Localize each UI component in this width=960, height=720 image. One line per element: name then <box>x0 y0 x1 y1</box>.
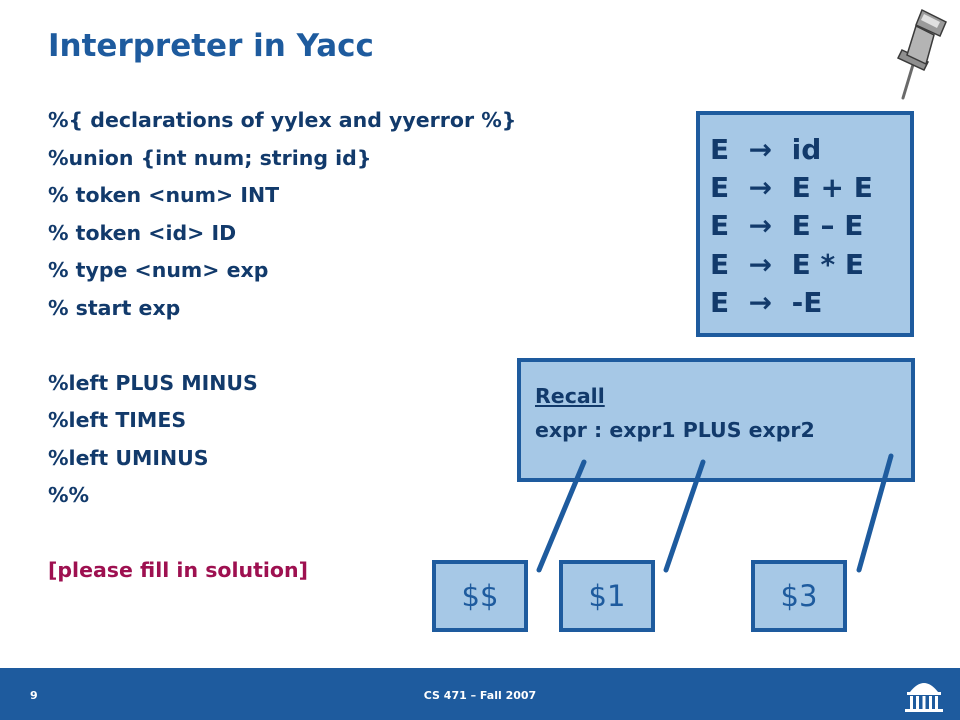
page-number: 9 <box>30 689 38 702</box>
arrow-icon: → <box>748 209 773 243</box>
recall-box: Recall expr : expr1 PLUS expr2 <box>517 358 915 482</box>
grammar-rule: E → -E <box>710 284 910 322</box>
dollar-box-third: $3 <box>751 560 847 632</box>
connector-line-dollar-1 <box>663 459 706 573</box>
rule-rhs: -E <box>791 285 823 319</box>
rule-rhs: id <box>791 133 822 166</box>
code-line: % start exp <box>48 295 181 320</box>
recall-heading: Recall <box>535 384 605 408</box>
code-line: % token <id> ID <box>48 220 237 245</box>
pushpin-icon <box>896 8 947 100</box>
code-line: %left UMINUS <box>48 445 209 470</box>
connector-line-dollar-3 <box>856 453 894 573</box>
grammar-rule: E → E * E <box>710 246 910 284</box>
arrow-icon: → <box>748 247 773 281</box>
code-line: % token <num> INT <box>48 183 280 207</box>
course-label: CS 471 – Fall 2007 <box>423 689 537 702</box>
code-line: %{ declarations of yylex and yyerror %} <box>48 108 517 132</box>
arrow-icon: → <box>748 133 773 166</box>
footer-bar: 9 CS 471 – Fall 2007 <box>0 668 960 720</box>
code-line: % type <num> exp <box>48 258 269 282</box>
rule-lhs: E <box>710 133 730 166</box>
grammar-box: E → id E → E + E E → E – E E → E * E E →… <box>696 111 914 337</box>
rule-lhs: E <box>710 247 730 281</box>
arrow-icon: → <box>748 171 773 205</box>
rule-lhs: E <box>710 285 730 319</box>
solution-placeholder: [please fill in solution] <box>48 558 308 582</box>
code-line: %% <box>48 483 90 507</box>
grammar-rule: E → E – E <box>710 207 910 245</box>
grammar-rule: E → id <box>710 131 910 169</box>
rule-rhs: E * E <box>791 247 865 281</box>
rule-rhs: E + E <box>791 171 873 205</box>
rule-lhs: E <box>710 171 730 205</box>
slide-title: Interpreter in Yacc <box>48 28 374 64</box>
code-line: %left PLUS MINUS <box>48 370 258 395</box>
dollar-box-result: $$ <box>432 560 528 632</box>
recall-expression: expr : expr1 PLUS expr2 <box>535 418 815 442</box>
connector-line-dollar-dollar <box>536 459 587 573</box>
grammar-rule: E → E + E <box>710 169 910 207</box>
rule-lhs: E <box>710 209 730 243</box>
yacc-code-block: %{ declarations of yylex and yyerror %} … <box>48 102 516 590</box>
dollar-box-first: $1 <box>559 560 655 632</box>
code-line: %left TIMES <box>48 408 187 432</box>
code-line: %union {int num; string id} <box>48 145 372 170</box>
rotunda-logo-icon <box>905 683 943 712</box>
arrow-icon: → <box>748 285 773 319</box>
rule-rhs: E – E <box>791 209 864 243</box>
